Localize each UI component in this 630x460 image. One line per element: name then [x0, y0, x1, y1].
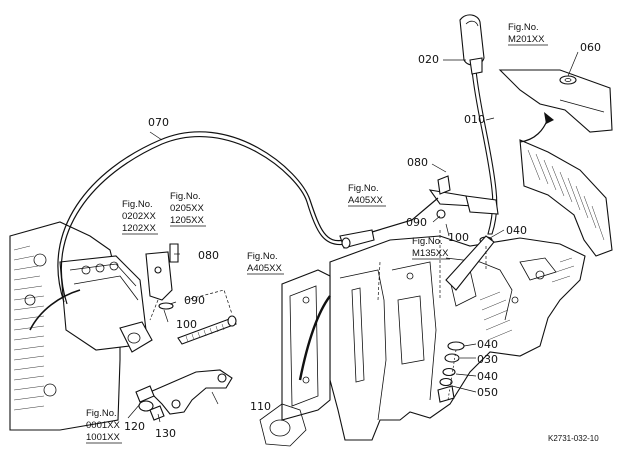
fig-ref-code: 0202XX	[122, 211, 156, 222]
part-label-130: 130	[155, 427, 176, 440]
fig-ref-code: M201XX	[508, 34, 545, 45]
nut-060	[559, 75, 577, 85]
direction-arrow	[29, 289, 81, 331]
cab-panel	[498, 69, 613, 257]
fig-ref-a405xx-left: Fig.No. A405XX	[247, 251, 284, 275]
governor-bracket	[145, 243, 179, 310]
leader-lines	[127, 51, 579, 423]
fig-ref-title: Fig.No.	[170, 191, 201, 202]
shift-lever	[459, 14, 498, 235]
fig-ref-title: Fig.No.	[122, 199, 153, 210]
engine-block	[9, 221, 153, 431]
part-label-080: 080	[198, 249, 219, 262]
fig-ref-0001xx: Fig.No. 0001XX 1001XX	[86, 408, 122, 444]
part-label-060: 060	[580, 41, 601, 54]
lever-knob	[459, 14, 485, 66]
fig-ref-0202xx: Fig.No. 0202XX 1202XX	[122, 199, 158, 235]
fig-ref-code: 1202XX	[122, 223, 156, 234]
part-label-090: 090	[184, 294, 205, 307]
part-label-040: 040	[477, 370, 498, 383]
part-label-050: 050	[477, 386, 498, 399]
fig-ref-code: A405XX	[247, 263, 283, 274]
arrow-head	[544, 112, 554, 124]
part-label-030: 030	[477, 353, 498, 366]
fig-ref-title: Fig.No.	[412, 236, 443, 247]
part-label-020: 020	[418, 53, 439, 66]
fig-ref-code: 0205XX	[170, 203, 204, 214]
part-label-010: 010	[464, 113, 485, 126]
fig-ref-a405xx-mid: Fig.No. A405XX	[348, 183, 386, 207]
fig-ref-code: M135XX	[412, 248, 449, 259]
fig-ref-0205xx: Fig.No. 0205XX 1205XX	[170, 191, 206, 227]
cable-rod	[177, 315, 237, 345]
fig-ref-code: 1205XX	[170, 215, 204, 226]
part-label-110: 110	[250, 400, 271, 413]
fig-ref-title: Fig.No.	[247, 251, 278, 262]
bolts-120-130	[135, 385, 165, 421]
drawing-code: K2731-032-10	[548, 434, 599, 443]
direction-arrow	[519, 117, 549, 143]
direction-arrow	[298, 295, 331, 381]
part-labels: 020 060 010 070 080 090 100 040 080 090 …	[124, 41, 601, 440]
fig-ref-m201xx: Fig.No. M201XX	[508, 22, 548, 46]
part-label-080: 080	[407, 156, 428, 169]
fig-ref-code: A405XX	[348, 195, 384, 206]
fig-ref-title: Fig.No.	[508, 22, 539, 33]
washer-stack	[437, 341, 465, 403]
part-label-040: 040	[477, 338, 498, 351]
part-label-100: 100	[176, 318, 197, 331]
fig-ref-m135xx: Fig.No. M135XX	[412, 236, 450, 260]
fig-ref-code: 0001XX	[86, 420, 120, 431]
part-label-070: 070	[148, 116, 169, 129]
part-label-090: 090	[406, 216, 427, 229]
part-label-120: 120	[124, 420, 145, 433]
fig-ref-code: 1001XX	[86, 432, 120, 443]
part-label-100: 100	[448, 231, 469, 244]
fig-ref-title: Fig.No.	[86, 408, 117, 419]
part-label-040: 040	[506, 224, 527, 237]
fig-ref-title: Fig.No.	[348, 183, 379, 194]
lever-110	[149, 369, 233, 415]
shift-linkage	[428, 175, 499, 291]
mounting-plate	[259, 269, 331, 447]
throttle-cable	[57, 131, 345, 303]
